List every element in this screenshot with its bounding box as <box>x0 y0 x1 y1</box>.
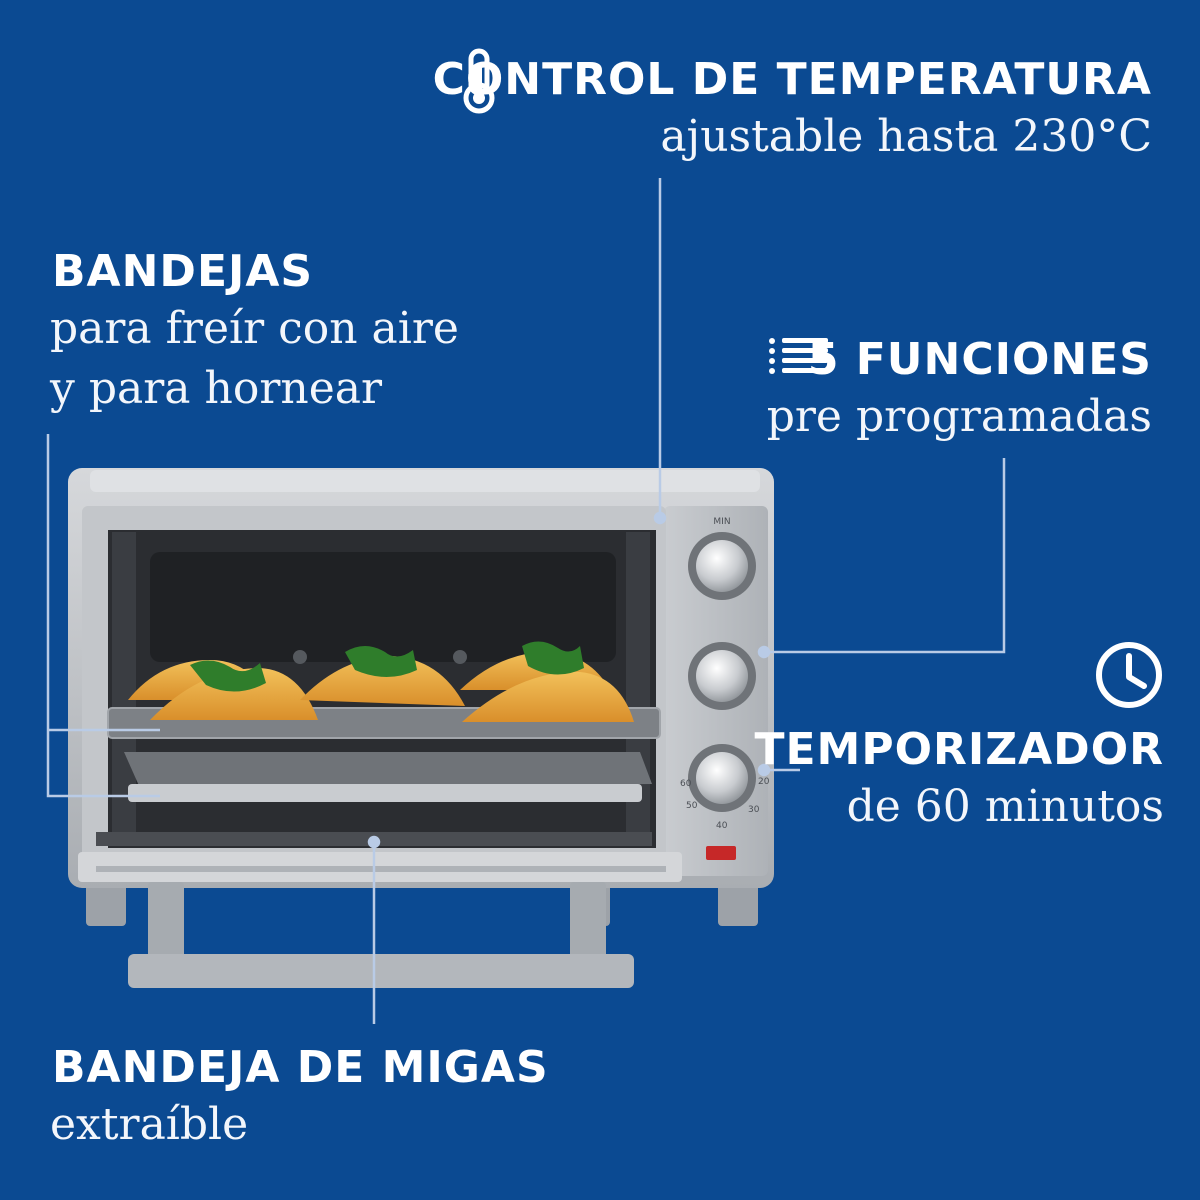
crumb-tray-subtitle: extraíble <box>50 1099 249 1150</box>
thermometer-icon <box>463 48 495 114</box>
trays-heading: BANDEJAS <box>52 246 314 297</box>
door-handle <box>128 882 634 988</box>
temperature-control-subtitle: ajustable hasta 230°C <box>660 111 1152 162</box>
functions-subtitle: pre programadas <box>766 391 1152 442</box>
crumb-tray-heading: BANDEJA DE MIGAS <box>52 1042 549 1093</box>
timer-mark-40: 40 <box>716 821 728 831</box>
temperature-control-heading: CONTROL DE TEMPERATURA <box>432 54 1152 105</box>
trays-subtitle-line2: y para hornear <box>50 363 382 414</box>
timer-mark-60: 60 <box>680 779 692 789</box>
trays-subtitle-line1: para freír con aire <box>50 303 459 354</box>
temperature-knob: MIN <box>688 517 756 600</box>
list-icon <box>769 338 828 374</box>
power-indicator-light <box>706 846 736 860</box>
timer-mark-30: 30 <box>748 805 760 815</box>
functions-heading: 5 FUNCIONES <box>807 334 1152 385</box>
baking-tray <box>124 752 652 788</box>
knob-min-label: MIN <box>713 517 730 527</box>
timer-knob: 60 50 40 30 20 <box>680 744 770 831</box>
leader-lines <box>46 178 1006 1024</box>
function-knob <box>688 642 756 710</box>
timer-mark-50: 50 <box>686 801 698 811</box>
timer-mark-20: 20 <box>758 777 770 787</box>
clock-icon <box>1096 642 1162 708</box>
empanadas <box>128 641 634 722</box>
timer-heading: TEMPORIZADOR <box>754 724 1164 775</box>
timer-subtitle: de 60 minutos <box>846 781 1164 832</box>
